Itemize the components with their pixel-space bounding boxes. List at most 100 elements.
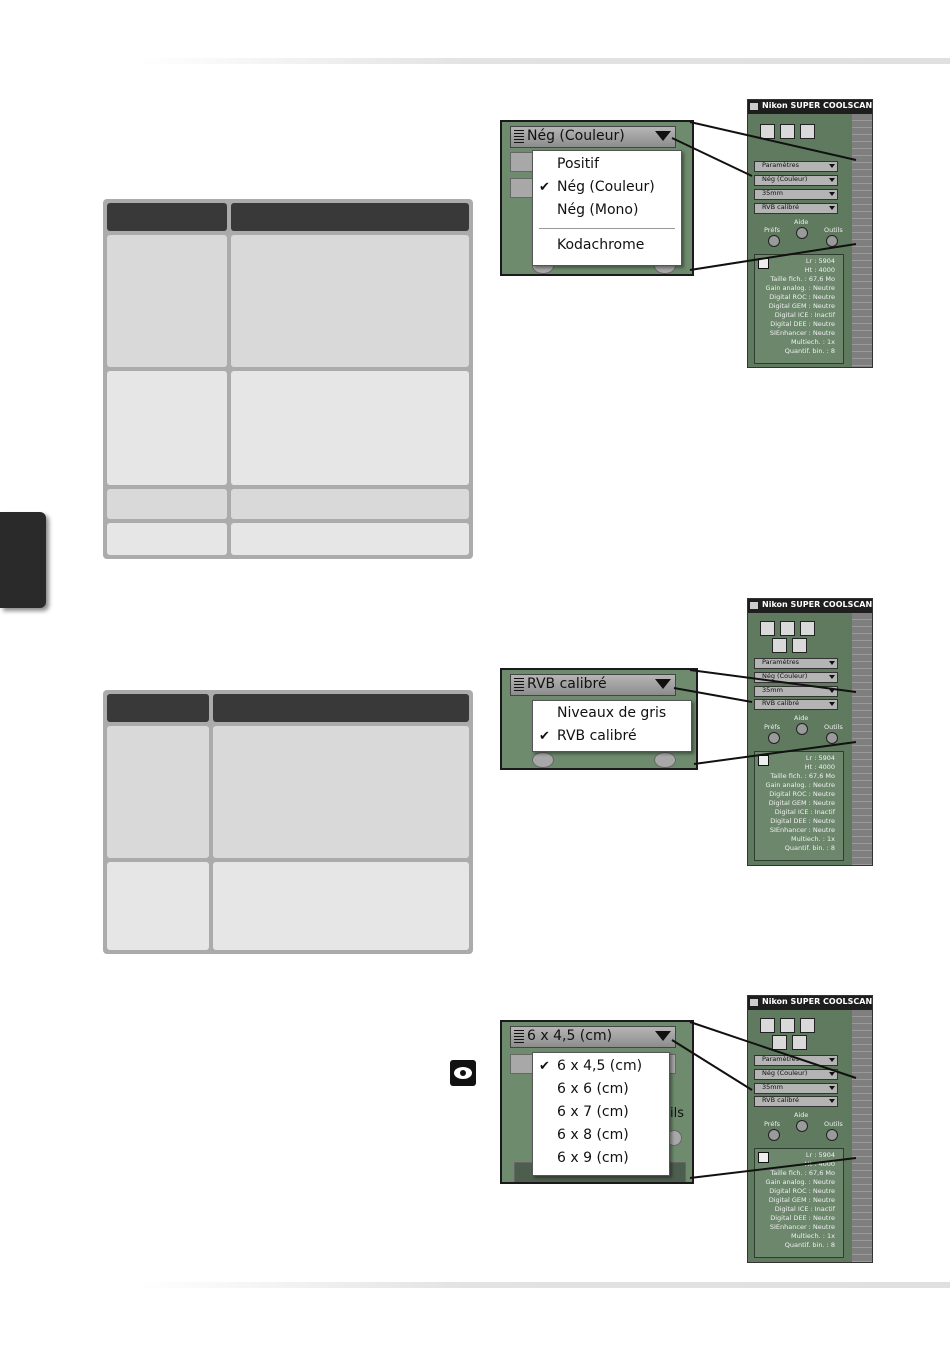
outils-label: Outils (824, 1120, 843, 1128)
table-header-cell (231, 203, 469, 231)
film-icon[interactable] (760, 124, 775, 139)
panel-title-bar: Nikon SUPER COOLSCAN 9 (748, 996, 872, 1010)
panel-dropdown-label: RVB calibré (762, 699, 799, 707)
panel-dropdown-settings[interactable]: Paramètres (754, 1055, 838, 1066)
info-row: Gain analog. : Neutre (765, 781, 835, 789)
menu-item-neg-mono[interactable]: Nég (Mono) (557, 202, 639, 218)
menu-item-rvb-calibre[interactable]: RVB calibré (557, 728, 637, 744)
prefs-button[interactable] (768, 235, 780, 247)
prefs-button[interactable] (768, 732, 780, 744)
contrast-icon[interactable] (800, 124, 815, 139)
aide-label: Aide (794, 218, 809, 226)
grid-icon[interactable] (780, 621, 795, 636)
info-row: SIEnhancer : Neutre (769, 329, 835, 337)
table-cell (231, 489, 469, 519)
menu-item-6x6[interactable]: 6 x 6 (cm) (557, 1081, 629, 1097)
menu-item-kodachrome[interactable]: Kodachrome (557, 237, 645, 253)
film-icon[interactable] (760, 621, 775, 636)
info-row: Digital GEM : Neutre (768, 1196, 835, 1204)
panel-title-bar: Nikon SUPER COOLSCAN 9 (748, 100, 872, 114)
film-format-selected: 6 x 4,5 (cm) (527, 1028, 613, 1044)
menu-item-niveaux-de-gris[interactable]: Niveaux de gris (557, 705, 667, 721)
panel-scrollbar[interactable] (852, 114, 872, 367)
panel-dropdown-settings[interactable]: Paramètres (754, 161, 838, 172)
panel-scrollbar[interactable] (852, 1010, 872, 1262)
info-row: Lr : 5904 (805, 754, 835, 762)
info-row: Digital DEE : Neutre (770, 817, 835, 825)
contrast-icon[interactable] (800, 621, 815, 636)
dropdown-arrow-icon (829, 1058, 835, 1062)
dropdown-arrow-icon (829, 206, 835, 210)
dropdown-arrow-icon (829, 1086, 835, 1090)
film-icon[interactable] (760, 1018, 775, 1033)
panel-dropdown-color-space[interactable]: RVB calibré (754, 1096, 838, 1107)
info-row: Digital GEM : Neutre (768, 302, 835, 310)
aide-button[interactable] (796, 1120, 808, 1132)
info-row: Digital ICE : Inactif (774, 808, 835, 816)
table-cell (213, 862, 469, 950)
checkmark-icon: ✔ (539, 1059, 550, 1074)
panel-dropdown-label: Paramètres (762, 658, 800, 666)
table-film-type (103, 199, 473, 559)
outils-button[interactable] (826, 1129, 838, 1141)
panel-dropdown-format[interactable]: 35mm (754, 189, 838, 200)
hidden-button (654, 752, 676, 768)
dropdown-arrow-icon (655, 1031, 671, 1041)
info-row: Digital DEE : Neutre (770, 320, 835, 328)
panel-dropdown-label: Nég (Couleur) (762, 1069, 808, 1077)
aide-button[interactable] (796, 723, 808, 735)
info-row: Digital ROC : Neutre (769, 790, 835, 798)
panel-title: Nikon SUPER COOLSCAN 9 (762, 101, 873, 110)
window-icon (750, 602, 758, 609)
scan-info-box: Lr : 5904 Ht : 4000 Taille fich. : 67,6 … (754, 1148, 844, 1258)
info-row: Taille fich. : 67,6 Mo (770, 772, 835, 780)
aide-button[interactable] (796, 227, 808, 239)
checkmark-icon: ✔ (539, 180, 550, 195)
panel-dropdown-color-space[interactable]: RVB calibré (754, 203, 838, 214)
menu-item-6x8[interactable]: 6 x 8 (cm) (557, 1127, 629, 1143)
prefs-label: Préfs (764, 723, 781, 731)
table-cell (107, 523, 227, 555)
panel-dropdown-format[interactable]: 35mm (754, 686, 838, 697)
outils-label: Outils (824, 723, 843, 731)
table-cell (213, 726, 469, 858)
panel-scrollbar[interactable] (852, 613, 872, 865)
dropdown-arrow-icon (829, 661, 835, 665)
panel-dropdown-format[interactable]: 35mm (754, 1083, 838, 1094)
info-row: Digital ROC : Neutre (769, 293, 835, 301)
menu-item-6x7[interactable]: 6 x 7 (cm) (557, 1104, 629, 1120)
menu-item-positif[interactable]: Positif (557, 156, 599, 172)
panel-dropdown-color-space[interactable]: RVB calibré (754, 699, 838, 710)
zoom-out-icon[interactable] (772, 1035, 787, 1050)
color-space-menu: Niveaux de gris ✔ RVB calibré (532, 700, 692, 752)
panel-dropdown-film-type[interactable]: Nég (Couleur) (754, 1069, 838, 1080)
panel-dropdown-settings[interactable]: Paramètres (754, 658, 838, 669)
film-format-dropdown[interactable]: 6 x 4,5 (cm) (510, 1026, 676, 1048)
dropdown-arrow-icon (655, 131, 671, 141)
outils-button[interactable] (826, 732, 838, 744)
prefs-button[interactable] (768, 1129, 780, 1141)
zoom-in-icon[interactable] (792, 638, 807, 653)
film-type-dropdown[interactable]: Nég (Couleur) (510, 126, 676, 148)
outils-button[interactable] (826, 235, 838, 247)
panel-title: Nikon SUPER COOLSCAN 9 (762, 600, 873, 609)
menu-item-6x4-5[interactable]: 6 x 4,5 (cm) (557, 1058, 643, 1074)
contrast-icon[interactable] (800, 1018, 815, 1033)
panel-dropdown-film-type[interactable]: Nég (Couleur) (754, 175, 838, 186)
info-row: Ht : 4000 (804, 266, 835, 274)
menu-item-6x9[interactable]: 6 x 9 (cm) (557, 1150, 629, 1166)
prefs-label: Préfs (764, 226, 781, 234)
info-row: Quantif. bin. : 8 (784, 347, 835, 355)
info-row: Quantif. bin. : 8 (784, 844, 835, 852)
film-format-menu: ✔ 6 x 4,5 (cm) 6 x 6 (cm) 6 x 7 (cm) 6 x… (532, 1052, 670, 1176)
top-rule (140, 58, 950, 64)
grid-icon[interactable] (780, 124, 795, 139)
grid-icon[interactable] (780, 1018, 795, 1033)
color-space-dropdown[interactable]: RVB calibré (510, 674, 676, 696)
bottom-rule (140, 1282, 950, 1288)
panel-dropdown-film-type[interactable]: Nég (Couleur) (754, 672, 838, 683)
zoom-out-icon[interactable] (772, 638, 787, 653)
zoom-in-icon[interactable] (792, 1035, 807, 1050)
menu-item-neg-couleur[interactable]: Nég (Couleur) (557, 179, 655, 195)
panel-dropdown-label: RVB calibré (762, 1096, 799, 1104)
